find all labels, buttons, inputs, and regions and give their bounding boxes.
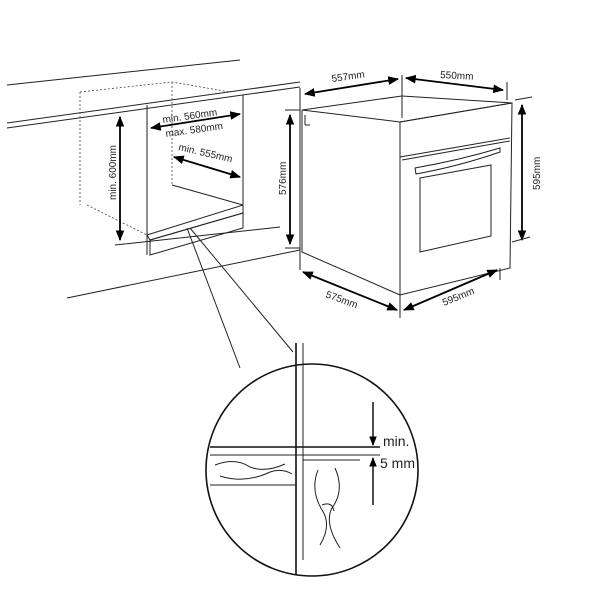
gap-label-line1: min. bbox=[383, 433, 409, 449]
cabinet-depth-label: min. 555mm bbox=[177, 142, 233, 165]
oven-top-depth-label: 557mm bbox=[331, 69, 366, 85]
oven-side-height-label: 576mm bbox=[278, 162, 289, 195]
detail-magnifier bbox=[205, 343, 419, 577]
oven-bottom-width-label: 595mm bbox=[441, 286, 476, 309]
oven-drawing bbox=[285, 74, 533, 318]
cabinet-drawing bbox=[6, 59, 301, 369]
gap-label-line2: 5 mm bbox=[380, 455, 415, 471]
cabinet-height-label: min. 600mm bbox=[108, 145, 119, 200]
oven-top-width-label: 550mm bbox=[440, 70, 474, 83]
oven-front-height-label: 595mm bbox=[532, 157, 543, 190]
